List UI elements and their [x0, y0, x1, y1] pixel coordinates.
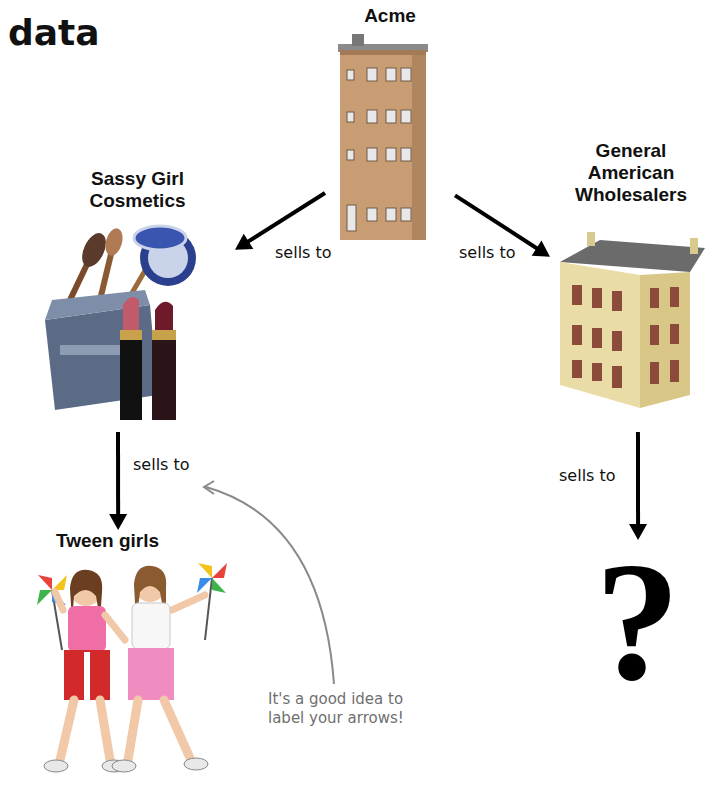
annotation-arrow — [204, 481, 334, 684]
annotation-note: It's a good idea to label your arrows! — [268, 690, 433, 728]
arrow-head — [532, 241, 550, 257]
arrow-line — [247, 193, 325, 242]
node-label: Sassy Girl Cosmetics — [58, 168, 218, 212]
flow-arrow — [109, 432, 127, 530]
company-node: General American Wholesalers — [550, 140, 712, 432]
arrow-line — [455, 195, 538, 249]
edge-label: sells to — [272, 243, 335, 263]
company-node: Sassy Girl Cosmetics — [40, 168, 235, 432]
acme-building — [338, 34, 428, 240]
flow-arrow — [235, 193, 325, 250]
edge-label: sells to — [130, 455, 193, 475]
company-node: Acme — [325, 5, 455, 240]
node-label: Tween girls — [56, 530, 159, 552]
flow-arrow — [629, 432, 647, 540]
arrow-head — [235, 234, 253, 250]
customer-node: Tween girls — [30, 530, 235, 780]
wholesaler-building — [560, 232, 705, 408]
arrow-head — [109, 514, 127, 530]
node-label: ? — [595, 540, 680, 705]
edge-label: sells to — [456, 243, 519, 263]
arrow-line — [636, 432, 640, 526]
node-label: General American Wholesalers — [566, 140, 696, 206]
edge-label: sells to — [556, 466, 619, 486]
page-heading: data — [8, 12, 100, 54]
arrow-line — [116, 432, 120, 516]
cosmetics-picture — [45, 226, 196, 420]
node-label: Acme — [364, 5, 416, 27]
unknown-node: ? — [591, 540, 684, 709]
arrow-head — [629, 524, 647, 540]
girls-picture — [37, 563, 227, 772]
